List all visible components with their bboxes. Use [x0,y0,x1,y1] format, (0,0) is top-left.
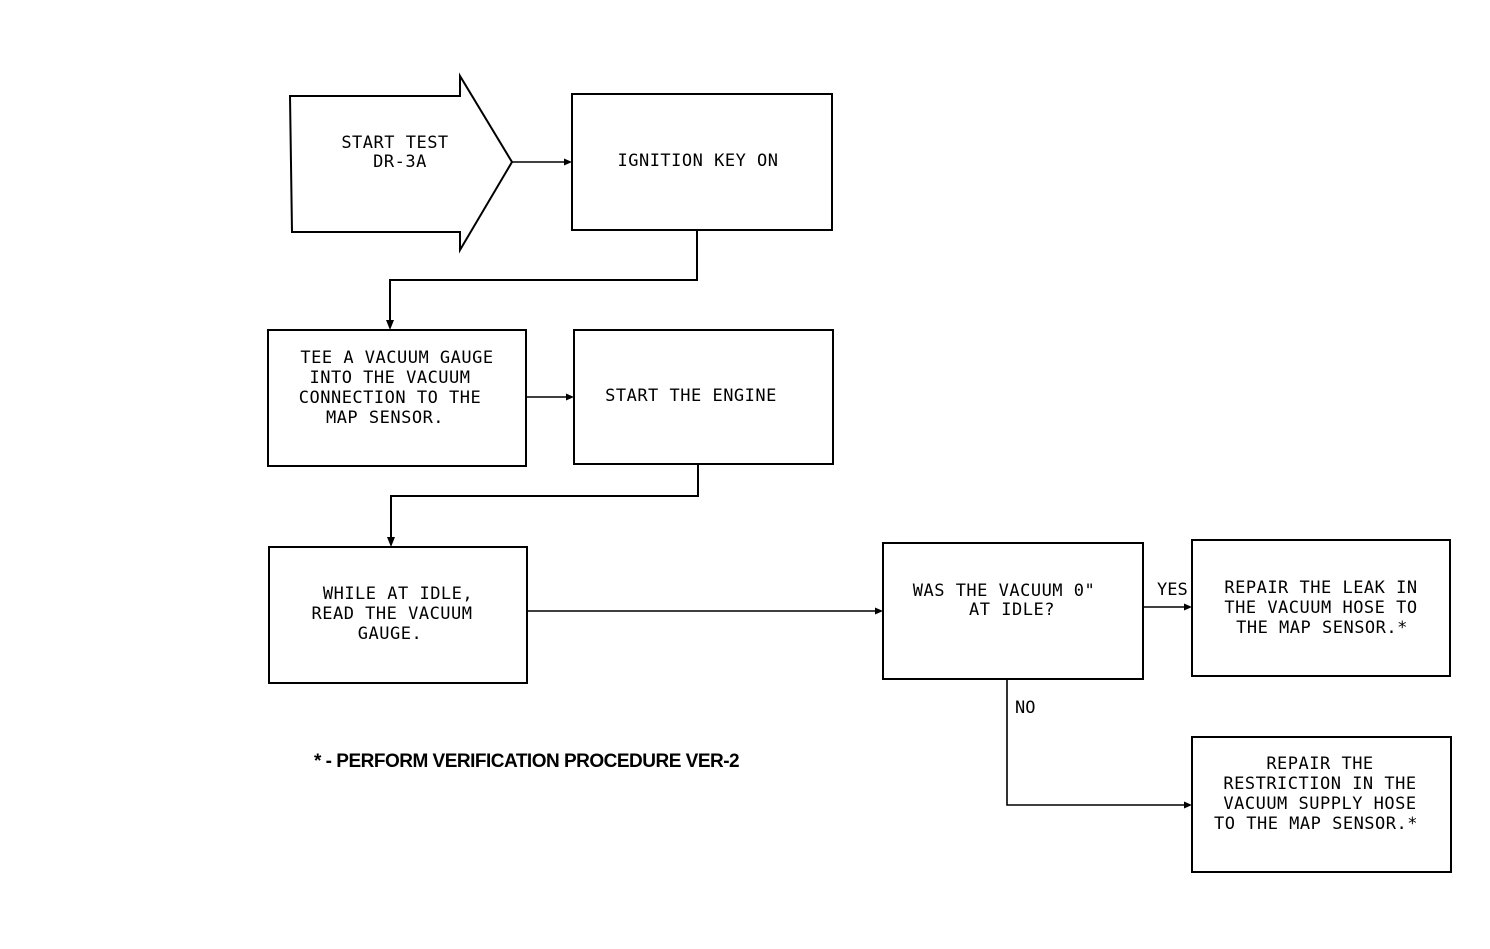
read-gauge-node-line-2: READ THE VACUUM [311,604,472,624]
arrowhead-icon [1184,603,1192,611]
yes-label: YES [1157,580,1188,600]
repair-restriction-node-line-2: RESTRICTION IN THE [1223,774,1416,794]
repair-restriction-node: REPAIR THE RESTRICTION IN THE VACUUM SUP… [1191,736,1452,873]
footnote: * - PERFORM VERIFICATION PROCEDURE VER-2 [314,751,739,772]
arrowhead-icon [1184,801,1192,809]
arrowhead-icon [387,537,395,547]
repair-leak-node: REPAIR THE LEAK IN THE VACUUM HOSE TO TH… [1191,539,1451,677]
edge-start-to-ignition [512,158,572,166]
read-gauge-node-line-3: GAUGE. [358,624,422,644]
tee-gauge-node-line-1: TEE A VACUUM GAUGE [300,348,493,368]
start-engine-node-line-1: START THE ENGINE [605,386,777,406]
ignition-node: IGNITION KEY ON [571,93,833,231]
arrowhead-icon [386,320,394,330]
edge-decision-no: NO [1006,679,1192,809]
read-gauge-node: WHILE AT IDLE, READ THE VACUUM GAUGE. [268,546,528,684]
tee-gauge-node-line-4: MAP SENSOR. [326,408,444,428]
repair-restriction-node-line-3: VACUUM SUPPLY HOSE [1223,794,1416,814]
decision-node: WAS THE VACUUM 0" AT IDLE? [882,542,1144,680]
start-node-line-2: DR-3A [373,152,427,172]
start-engine-node: START THE ENGINE [573,329,834,465]
arrowhead-icon [875,607,883,615]
decision-node-line-2: AT IDLE? [969,600,1055,620]
edge-start-engine-to-read [387,464,699,547]
repair-restriction-node-line-1: REPAIR THE [1266,754,1373,774]
repair-leak-node-line-1: REPAIR THE LEAK IN [1224,578,1417,598]
arrowhead-icon [564,158,572,166]
read-gauge-node-line-1: WHILE AT IDLE, [323,584,473,604]
ignition-node-line-1: IGNITION KEY ON [617,151,778,171]
tee-gauge-node-line-2: INTO THE VACUUM [309,368,470,388]
edge-decision-yes: YES [1143,580,1192,611]
start-node-line-1: START TEST [341,133,448,153]
repair-leak-node-line-3: THE MAP SENSOR.* [1236,618,1408,638]
tee-gauge-node-line-3: CONNECTION TO THE [299,388,482,408]
edge-tee-to-start-engine [526,393,574,401]
start-node: START TEST DR-3A [288,72,514,254]
tee-gauge-node: TEE A VACUUM GAUGE INTO THE VACUUM CONNE… [267,329,527,467]
edge-read-to-decision [527,607,883,615]
repair-leak-node-line-2: THE VACUUM HOSE TO [1224,598,1417,618]
arrowhead-icon [566,393,574,401]
no-label: NO [1015,698,1035,718]
decision-node-line-1: WAS THE VACUUM 0" [913,581,1096,601]
repair-restriction-node-line-4: TO THE MAP SENSOR.* [1214,814,1418,834]
edge-ignition-to-tee [386,230,698,330]
